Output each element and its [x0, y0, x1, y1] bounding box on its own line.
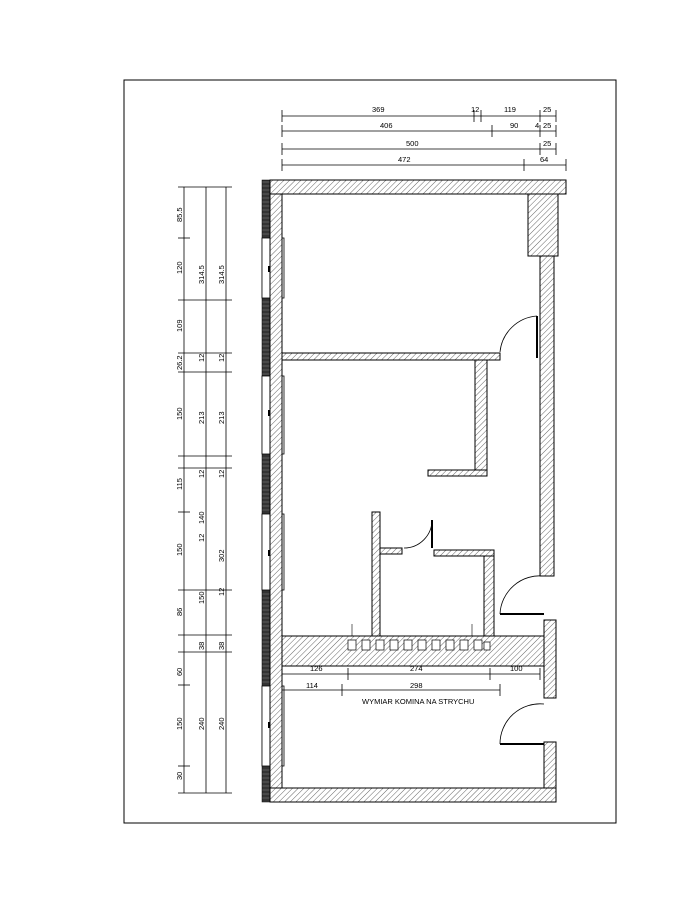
dim-left-86: 86 [175, 608, 184, 616]
dim-top-64: 64 [540, 155, 548, 164]
dim-left2-12c: 12 [197, 534, 206, 542]
dim-chimney-100: 100 [510, 664, 523, 673]
dim-top-12: 12 [471, 105, 479, 114]
wall-bottom [269, 787, 557, 803]
dim-left2-213: 213 [197, 411, 206, 424]
dim-left3-213: 213 [217, 411, 226, 424]
dim-left3-12c: 12 [217, 588, 226, 596]
dim-top-25a: 25 [543, 105, 551, 114]
dim-left-115: 115 [175, 478, 184, 490]
dim-left2-12b: 12 [197, 470, 206, 478]
dim-left3-12b: 12 [217, 470, 226, 478]
dim-left-60: 60 [175, 668, 184, 676]
wall-partition-2 [474, 359, 488, 477]
chimney-dimensions: 126 274 100 114 298 WYMIAR KOMINA NA STR… [281, 664, 541, 706]
dim-left-85-5: 85.5 [175, 207, 184, 222]
wall-right-upper [539, 255, 555, 577]
dim-left3-240: 240 [217, 717, 226, 730]
dim-left2-302: 302 [217, 549, 226, 562]
wall-partition-4-return [433, 549, 495, 557]
dim-left-30: 30 [175, 772, 184, 780]
dim-top-406: 406 [380, 121, 393, 130]
dim-chimney-298: 298 [410, 681, 423, 690]
dim-left3-12a: 12 [217, 354, 226, 362]
dim-top-472: 472 [398, 155, 411, 164]
dim-chimney-126: 126 [310, 664, 323, 673]
wall-partition-3-return [379, 547, 403, 555]
dim-left-150a: 150 [175, 407, 184, 420]
dim-chimney-274: 274 [410, 664, 423, 673]
wall-partition-4 [483, 549, 495, 637]
wall-right-lower [543, 741, 557, 789]
dim-left-120: 120 [175, 261, 184, 274]
dim-left2-150: 150 [197, 591, 206, 604]
wall-partition-2-return [427, 469, 488, 477]
dim-top-369: 369 [372, 105, 385, 114]
doors [403, 315, 545, 745]
dim-left-26-2: 26.2 [175, 355, 184, 370]
dim-left2-314-5: 314.5 [197, 265, 206, 284]
dim-top-25c: 25 [543, 139, 551, 148]
wall-partition-3 [371, 511, 381, 637]
dim-left2-240: 240 [197, 717, 206, 730]
dim-left-150b: 150 [175, 543, 184, 556]
dim-left-109: 109 [175, 319, 184, 332]
drawing-frame [123, 79, 617, 824]
dim-left2-140: 140 [197, 511, 206, 524]
dim-left3-38: 38 [217, 642, 226, 650]
dim-top-90: 90 [510, 121, 518, 130]
chimney-label: WYMIAR KOMINA NA STRYCHU [362, 697, 474, 706]
dim-top-4: 4 [535, 121, 539, 130]
wall-right-mid [543, 619, 557, 699]
dim-left-150c: 150 [175, 717, 184, 730]
dim-left2-38: 38 [197, 642, 206, 650]
chimney-band [281, 635, 545, 667]
wall-top [269, 179, 567, 195]
dim-left2-12a: 12 [197, 354, 206, 362]
wall-partition-1 [281, 352, 501, 361]
chimney-flues [347, 624, 491, 651]
wall-left-inner [269, 193, 283, 803]
dim-chimney-114: 114 [306, 681, 318, 690]
dim-top-25b: 25 [543, 121, 551, 130]
dim-left3-314-5: 314.5 [217, 265, 226, 284]
left-dimensions: 85.5 120 109 26.2 150 115 150 86 60 150 … [175, 186, 232, 794]
dim-top-500: 500 [406, 139, 419, 148]
dim-top-119: 119 [504, 105, 516, 114]
chimney-top-right [527, 193, 559, 257]
top-dimensions: 369 12 119 25 406 90 4 25 500 25 472 64 [281, 105, 567, 171]
walls [269, 179, 567, 803]
